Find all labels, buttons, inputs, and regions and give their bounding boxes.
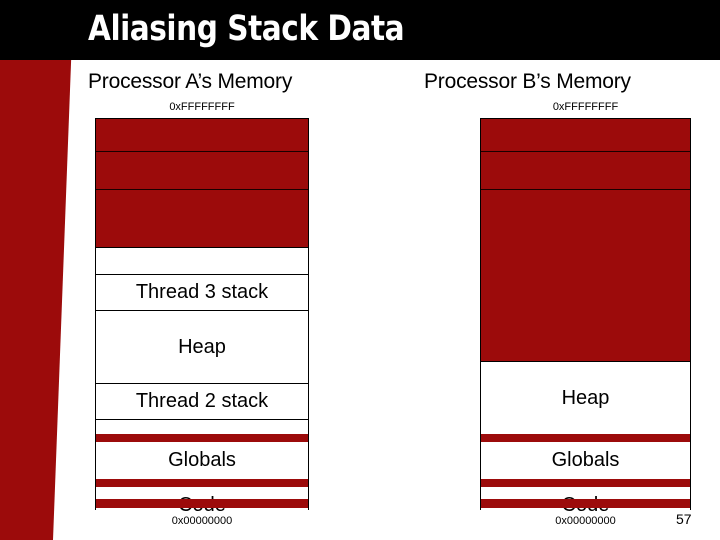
memory-map-processor-b: HeapGlobalsCode (480, 118, 691, 524)
slide-title: Aliasing Stack Data (88, 9, 405, 49)
memory-segment-label: Thread 2 stack (135, 390, 269, 412)
memory-segment-block (96, 151, 308, 189)
memory-segment-block (481, 151, 690, 189)
memory-segment-globals: Globals (481, 442, 690, 479)
memory-segment-block (96, 419, 308, 434)
address-label-top-b: 0xFFFFFFFF (552, 101, 619, 113)
memory-segment-label: Heap (178, 335, 226, 358)
memory-segment-thread-2-stack: Thread 2 stack (96, 383, 308, 419)
memory-segment-block (96, 189, 308, 247)
memory-segment-label: Globals (168, 449, 236, 471)
memory-segment-block (481, 479, 690, 487)
column-header-processor-a: Processor A’s Memory (88, 70, 293, 93)
column-header-processor-b: Processor B’s Memory (424, 70, 631, 93)
memory-segment-block (481, 119, 690, 151)
memory-segment-heap: Heap (96, 310, 308, 383)
memory-segment-globals: Globals (96, 442, 308, 479)
memory-segment-thread-3-stack: Thread 3 stack (96, 274, 308, 310)
page-number: 57 (676, 511, 692, 527)
memory-segment-label: Thread 3 stack (135, 281, 269, 303)
memory-segment-block (96, 247, 308, 274)
title-bar: Aliasing Stack Data (0, 0, 720, 60)
memory-segment-block (96, 434, 308, 442)
address-label-top-a: 0xFFFFFFFF (169, 101, 235, 113)
memory-segment-block (481, 189, 690, 361)
memory-segment-label: Globals (551, 449, 620, 471)
memory-segment-heap: Heap (481, 361, 690, 434)
memory-segment-block (481, 434, 690, 442)
address-label-bottom-b: 0x00000000 (555, 515, 616, 527)
address-label-bottom-a: 0x00000000 (171, 515, 233, 527)
memory-segment-block (96, 479, 308, 487)
memory-segment-label: Heap (561, 386, 610, 409)
memory-segment-block (481, 499, 690, 508)
memory-segment-block (96, 119, 308, 151)
memory-segment-block (96, 499, 308, 508)
decorative-red-band (0, 37, 80, 540)
